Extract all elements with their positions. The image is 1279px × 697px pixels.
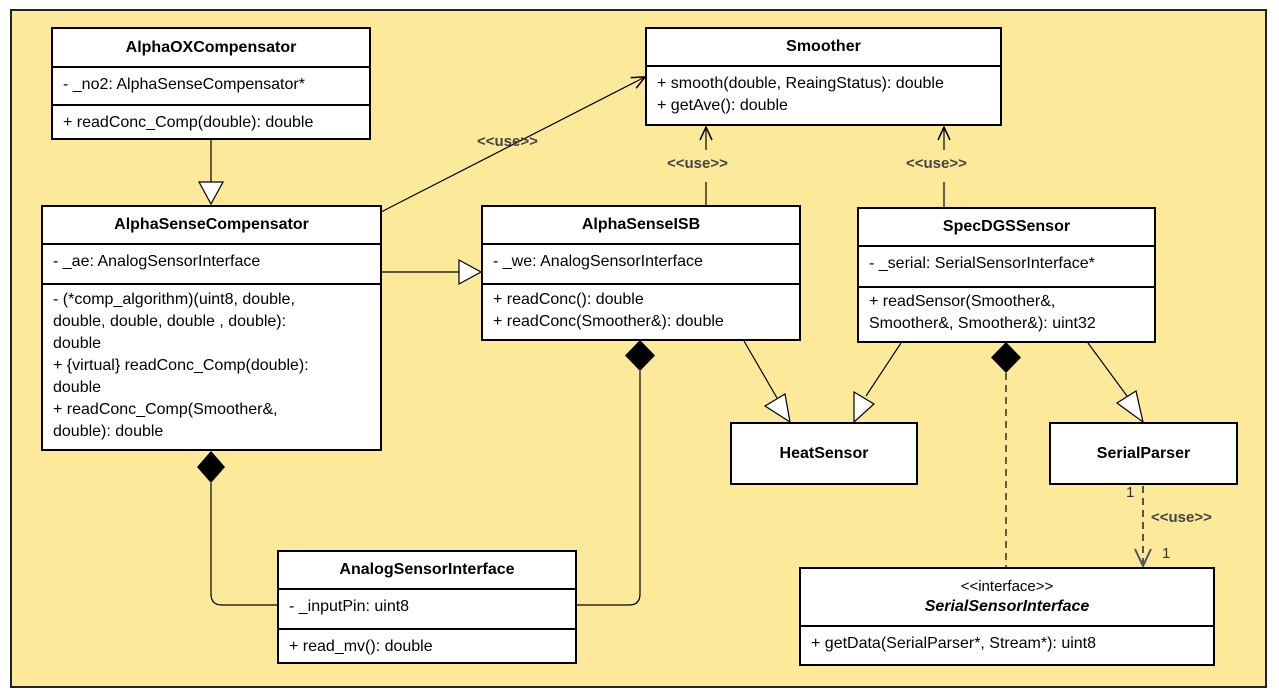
class-name: AlphaSenseISB — [581, 216, 701, 233]
methods-section: + read_mv(): double — [279, 628, 575, 662]
method: + readSensor(Smoother&, — [869, 293, 1056, 310]
multiplicity-parser: 1 — [1126, 484, 1135, 501]
methods-section: + readSensor(Smoother&, Smoother&, Smoot… — [859, 286, 1154, 341]
use-label-specdgs-smoother: <<use>> — [906, 155, 967, 172]
attributes-section: - _inputPin: uint8 — [279, 588, 575, 628]
method: + {virtual} readConc_Comp(double): — [53, 357, 309, 374]
class-serialparser[interactable]: SerialParser — [1049, 422, 1238, 485]
generalization-specdgs-to-serialparser — [1087, 342, 1144, 424]
method: + getData(SerialParser*, Stream*): uint8 — [811, 635, 1097, 652]
use-label-isb-smoother: <<use>> — [667, 155, 728, 172]
class-name: Smoother — [786, 38, 861, 55]
method: double, double, double , double): — [53, 313, 287, 330]
method: + readConc_Comp(double): double — [63, 114, 314, 131]
multiplicity-interface: 1 — [1162, 545, 1171, 562]
class-header: <<interface>> SerialSensorInterface — [801, 569, 1213, 625]
attribute: - _inputPin: uint8 — [289, 598, 410, 615]
composition-isb-analog — [576, 340, 655, 606]
attribute: - _serial: SerialSensorInterface* — [869, 255, 1095, 272]
composition-compensator-analog — [197, 451, 278, 606]
attributes-section: - _we: AnalogSensorInterface — [483, 243, 799, 283]
class-smoother[interactable]: Smoother + smooth(double, ReaingStatus):… — [645, 27, 1002, 126]
class-name: AlphaOXCompensator — [125, 38, 297, 56]
method: double — [53, 379, 102, 396]
method: - (*comp_algorithm)(uint8, double, — [53, 291, 295, 308]
attribute: - _no2: AlphaSenseCompensator* — [63, 76, 305, 93]
class-name: HeatSensor — [779, 444, 869, 462]
composition-specdgs-serialinterface — [991, 342, 1021, 568]
class-name: SpecDGSSensor — [942, 218, 1071, 235]
attributes-section: - _ae: AnalogSensorInterface — [43, 243, 380, 283]
method: + getAve(): double — [657, 97, 788, 114]
generalization-isb-to-heatsensor — [743, 340, 791, 424]
class-name: AlphaSenseCompensator — [114, 216, 309, 233]
method: + read_mv(): double — [289, 638, 433, 655]
methods-section: + readConc_Comp(double): double — [53, 104, 369, 138]
generalization-alphaox-to-compensator — [197, 140, 225, 206]
class-name: AnalogSensorInterface — [339, 561, 515, 578]
methods-section: + getData(SerialParser*, Stream*): uint8 — [801, 625, 1213, 664]
stereotype: <<interface>> — [960, 578, 1054, 595]
class-analogsensorinterface[interactable]: AnalogSensorInterface - _inputPin: uint8… — [277, 550, 577, 664]
methods-section: + smooth(double, ReaingStatus): double +… — [647, 65, 1000, 124]
use-label-compensator-smoother: <<use>> — [477, 133, 538, 150]
attribute: - _ae: AnalogSensorInterface — [53, 253, 261, 270]
class-alphasensecompensator[interactable]: AlphaSenseCompensator - _ae: AnalogSenso… — [41, 205, 382, 451]
class-name: SerialParser — [1096, 444, 1191, 462]
generalization-compensator-to-isb — [381, 258, 483, 286]
class-name: SerialSensorInterface — [924, 598, 1090, 615]
use-label-parser-interface: <<use>> — [1151, 509, 1212, 526]
attribute: - _we: AnalogSensorInterface — [493, 253, 703, 270]
methods-section: - (*comp_algorithm)(uint8, double, doubl… — [43, 283, 380, 449]
method: double — [53, 335, 102, 352]
class-specdgssensor[interactable]: SpecDGSSensor - _serial: SerialSensorInt… — [857, 207, 1156, 343]
class-serialsensorinterface[interactable]: <<interface>> SerialSensorInterface + ge… — [799, 567, 1215, 666]
dependency-compensator-to-smoother — [380, 76, 647, 213]
class-alphasenseisb[interactable]: AlphaSenseISB - _we: AnalogSensorInterfa… — [481, 205, 801, 341]
attributes-section: - _no2: AlphaSenseCompensator* — [53, 66, 369, 104]
method: double): double — [53, 423, 164, 440]
class-heatsensor[interactable]: HeatSensor — [730, 422, 918, 485]
attributes-section: - _serial: SerialSensorInterface* — [859, 245, 1154, 286]
method: + smooth(double, ReaingStatus): double — [657, 75, 944, 92]
method: + readConc(Smoother&): double — [493, 313, 724, 330]
class-alphaoxcompensator[interactable]: AlphaOXCompensator - _no2: AlphaSenseCom… — [51, 27, 371, 140]
method: + readConc(): double — [493, 291, 644, 308]
methods-section: + readConc(): double + readConc(Smoother… — [483, 283, 799, 339]
method: + readConc_Comp(Smoother&, — [53, 401, 278, 418]
method: Smoother&, Smoother&): uint32 — [869, 315, 1096, 332]
generalization-specdgs-to-heatsensor — [853, 342, 902, 424]
